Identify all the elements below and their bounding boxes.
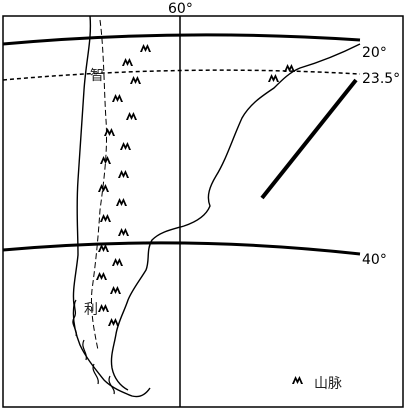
latitude-label-20: 20° xyxy=(362,45,387,61)
latitude-label-40: 40° xyxy=(362,252,387,268)
mountain-range-icon xyxy=(292,376,303,384)
legend: 山脉 xyxy=(292,376,342,392)
pacific-coastline xyxy=(72,15,151,398)
coastal-islands xyxy=(72,299,115,395)
atlantic-coastline xyxy=(110,43,361,391)
legend-label: 山脉 xyxy=(314,376,342,392)
andes-mountain-range xyxy=(96,44,295,326)
latitude-line-40 xyxy=(2,241,361,256)
longitude-label: 60° xyxy=(168,1,193,17)
country-label-char-1: 智 xyxy=(90,68,104,84)
map-frame xyxy=(2,15,404,408)
latitude-label-23-5: 23.5° xyxy=(362,71,400,87)
country-label-char-2: 利 xyxy=(84,302,98,318)
national-border xyxy=(91,19,108,351)
latitude-line-23-5 xyxy=(2,69,361,81)
latitude-line-20 xyxy=(2,33,361,46)
coastal-line xyxy=(260,78,358,200)
